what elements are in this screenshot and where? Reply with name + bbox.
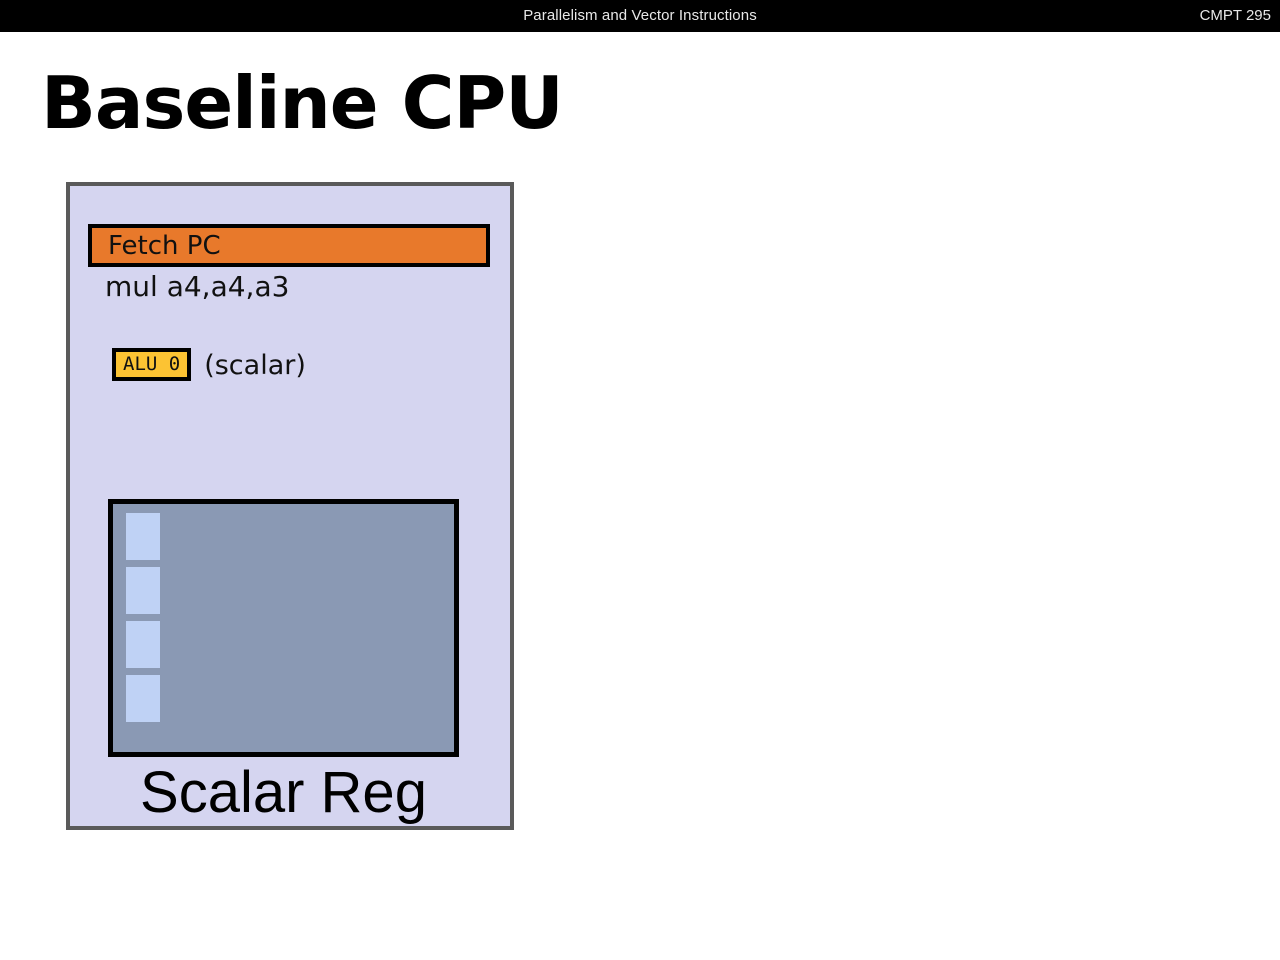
- register-cell: [126, 513, 160, 560]
- scalar-register-file: [108, 499, 459, 757]
- register-cell: [126, 675, 160, 722]
- alu-0-chip: ALU 0: [112, 348, 192, 381]
- register-cell: [126, 621, 160, 668]
- alu-kind-label: (scalar): [204, 350, 306, 381]
- scalar-register-file-caption: Scalar Reg: [140, 760, 427, 825]
- fetch-pc-block: Fetch PC: [88, 224, 490, 267]
- register-cell: [126, 567, 160, 614]
- instruction-text: mul a4,a4,a3: [105, 270, 290, 303]
- header-lecture-title: Parallelism and Vector Instructions: [523, 7, 757, 24]
- header-course-code: CMPT 295: [1199, 7, 1271, 24]
- fetch-pc-label: Fetch PC: [108, 230, 221, 261]
- alu-row: ALU 0 (scalar): [112, 348, 306, 381]
- page-title: Baseline CPU: [41, 61, 564, 145]
- header-bar: Parallelism and Vector Instructions CMPT…: [0, 0, 1280, 32]
